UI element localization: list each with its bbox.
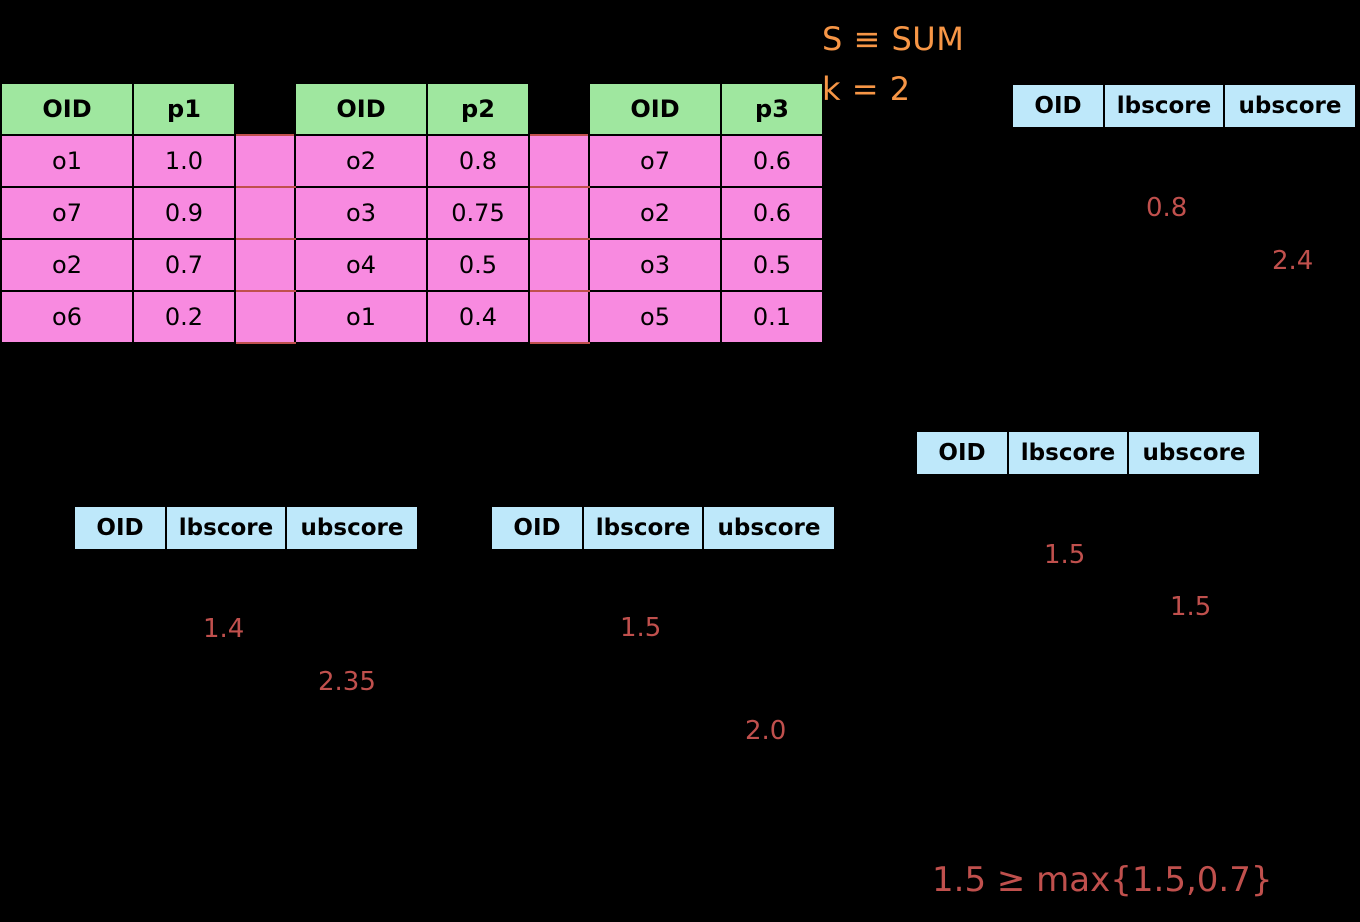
list1-header-p1: p1 xyxy=(132,82,236,136)
score-value-bottom-left-lb: 1.4 xyxy=(203,614,245,644)
score-table-bottom-middle-header: OID lbscore ubscore xyxy=(490,505,836,551)
list3-row4-oid: o5 xyxy=(588,290,722,344)
sum-definition-label: S ≡ SUM xyxy=(822,20,965,58)
list1-row1-oid: o1 xyxy=(0,134,134,188)
list3-row4-score: 0.1 xyxy=(720,290,824,344)
score-header-oid: OID xyxy=(1013,85,1105,127)
list2-row3-oid: o4 xyxy=(294,238,428,292)
score-value-bottom-left-ub: 2.35 xyxy=(318,667,376,697)
score-header-ubscore: ubscore xyxy=(704,507,834,549)
score-header-ubscore: ubscore xyxy=(1129,432,1259,474)
score-value-bottom-middle-lb: 1.5 xyxy=(620,613,662,643)
list1-row3-score: 0.7 xyxy=(132,238,236,292)
list2-row2-score: 0.75 xyxy=(426,186,530,240)
spacer-cell-1-4 xyxy=(234,290,296,344)
score-table-bottom-left: OID lbscore ubscore xyxy=(73,505,419,551)
threshold-formula: 1.5 ≥ max{1.5,0.7} xyxy=(932,860,1273,900)
spacer-cell-2-1 xyxy=(528,134,590,188)
ranked-lists-header-row: OID p1 OID p2 OID p3 xyxy=(0,82,824,136)
list2-row3-score: 0.5 xyxy=(426,238,530,292)
ranked-lists-table: OID p1 OID p2 OID p3 o1 1.0 o2 0.8 o7 0.… xyxy=(0,82,824,344)
list1-row2-oid: o7 xyxy=(0,186,134,240)
table-row: o1 1.0 o2 0.8 o7 0.6 xyxy=(0,134,824,188)
score-table-top-right-header: OID lbscore ubscore xyxy=(1011,83,1357,129)
list1-header-oid: OID xyxy=(0,82,134,136)
score-header-lbscore: lbscore xyxy=(1105,85,1225,127)
score-value-middle-right-lb: 1.5 xyxy=(1044,540,1086,570)
score-value-top-right-ub: 2.4 xyxy=(1272,246,1314,276)
table-row: o2 0.7 o4 0.5 o3 0.5 xyxy=(0,238,824,292)
list3-header-oid: OID xyxy=(588,82,722,136)
score-table-middle-right: OID lbscore ubscore xyxy=(915,430,1261,476)
list3-row1-oid: o7 xyxy=(588,134,722,188)
header-gap-1 xyxy=(235,83,295,135)
list2-header-oid: OID xyxy=(294,82,428,136)
score-value-top-right-lb: 0.8 xyxy=(1146,193,1188,223)
score-table-bottom-middle: OID lbscore ubscore xyxy=(490,505,836,551)
spacer-cell-1-1 xyxy=(234,134,296,188)
list2-row4-score: 0.4 xyxy=(426,290,530,344)
score-header-ubscore: ubscore xyxy=(287,507,417,549)
header-gap-2 xyxy=(529,83,589,135)
list1-row4-oid: o6 xyxy=(0,290,134,344)
list1-row1-score: 1.0 xyxy=(132,134,236,188)
list3-row2-score: 0.6 xyxy=(720,186,824,240)
list3-row3-score: 0.5 xyxy=(720,238,824,292)
score-value-middle-right-ub: 1.5 xyxy=(1170,592,1212,622)
list2-row2-oid: o3 xyxy=(294,186,428,240)
score-table-bottom-left-header: OID lbscore ubscore xyxy=(73,505,419,551)
score-header-lbscore: lbscore xyxy=(167,507,287,549)
list3-row2-oid: o2 xyxy=(588,186,722,240)
spacer-cell-2-2 xyxy=(528,186,590,240)
k-parameter-label: k = 2 xyxy=(822,70,911,108)
list1-row3-oid: o2 xyxy=(0,238,134,292)
list3-row3-oid: o3 xyxy=(588,238,722,292)
list3-row1-score: 0.6 xyxy=(720,134,824,188)
score-header-lbscore: lbscore xyxy=(1009,432,1129,474)
table-row: o7 0.9 o3 0.75 o2 0.6 xyxy=(0,186,824,240)
score-header-oid: OID xyxy=(75,507,167,549)
score-table-top-right: OID lbscore ubscore xyxy=(1011,83,1357,129)
score-header-oid: OID xyxy=(917,432,1009,474)
list2-row1-oid: o2 xyxy=(294,134,428,188)
list2-row4-oid: o1 xyxy=(294,290,428,344)
list2-row1-score: 0.8 xyxy=(426,134,530,188)
spacer-cell-1-2 xyxy=(234,186,296,240)
spacer-cell-1-3 xyxy=(234,238,296,292)
list1-row2-score: 0.9 xyxy=(132,186,236,240)
score-header-oid: OID xyxy=(492,507,584,549)
list2-header-p2: p2 xyxy=(426,82,530,136)
score-header-lbscore: lbscore xyxy=(584,507,704,549)
score-header-ubscore: ubscore xyxy=(1225,85,1355,127)
list1-row4-score: 0.2 xyxy=(132,290,236,344)
score-table-middle-right-header: OID lbscore ubscore xyxy=(915,430,1261,476)
spacer-cell-2-4 xyxy=(528,290,590,344)
spacer-cell-2-3 xyxy=(528,238,590,292)
ranked-lists-group: OID p1 OID p2 OID p3 o1 1.0 o2 0.8 o7 0.… xyxy=(0,82,824,344)
score-value-bottom-middle-ub: 2.0 xyxy=(745,716,787,746)
table-row: o6 0.2 o1 0.4 o5 0.1 xyxy=(0,290,824,344)
list3-header-p3: p3 xyxy=(720,82,824,136)
